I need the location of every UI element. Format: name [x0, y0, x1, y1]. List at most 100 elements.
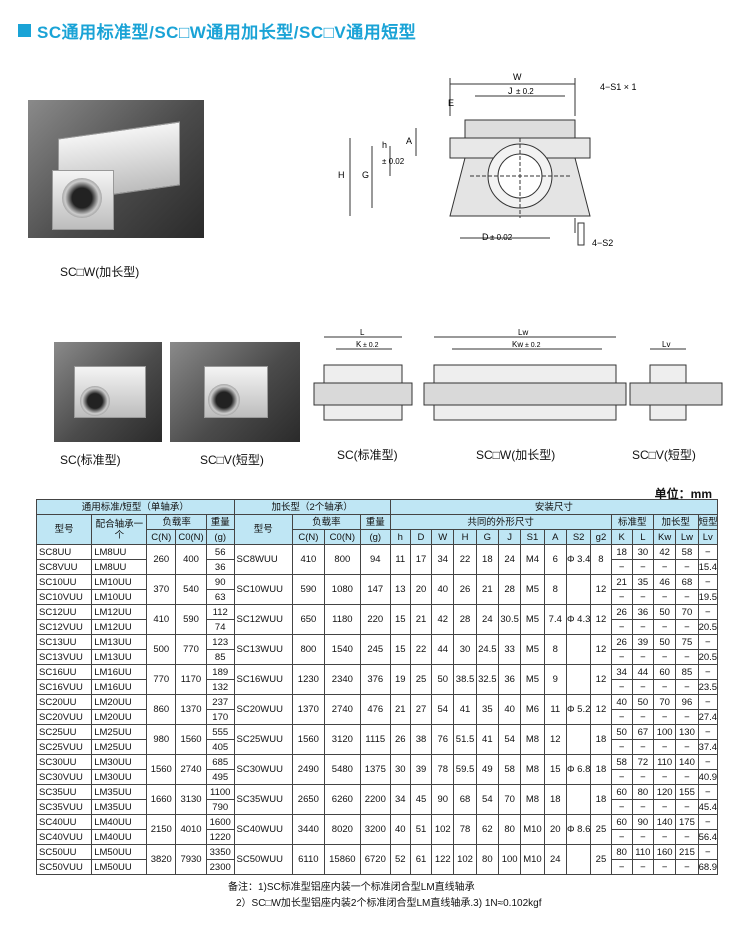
table-cell: 70 — [497, 784, 522, 815]
table-cell: − — [631, 559, 655, 575]
table-cell: 12 — [590, 634, 612, 665]
table-cell: 1220 — [205, 829, 235, 845]
table-cell: − — [652, 619, 677, 635]
table-cell: SC50UU — [35, 844, 93, 860]
dim-Lw: Lw — [518, 328, 528, 337]
title-square-icon — [18, 24, 31, 37]
table-cell: 2150 — [146, 814, 177, 845]
table-cell: − — [697, 814, 719, 830]
table-cell: − — [610, 859, 633, 875]
table-cell — [565, 844, 592, 875]
table-cell: 40.9 — [697, 769, 719, 785]
table-cell: 76 — [431, 724, 455, 755]
table-cell: 50 — [652, 604, 677, 620]
table-cell: Φ 8.6 — [565, 814, 592, 845]
table-cell: 6 — [543, 544, 567, 575]
table-cell: 650 — [291, 604, 325, 635]
table-cell: − — [697, 844, 719, 860]
table-cell: LM13UU — [91, 634, 148, 650]
header-install-group: 安装尺寸 — [389, 499, 719, 515]
table-cell: 1540 — [323, 634, 361, 665]
table-cell: 1600 — [205, 814, 235, 830]
table-cell: − — [631, 589, 655, 605]
table-cell: SC10UU — [35, 574, 93, 590]
table-cell: SC16UU — [35, 664, 93, 680]
table-cell — [565, 784, 592, 815]
table-cell: − — [610, 649, 633, 665]
table-cell: − — [631, 799, 655, 815]
table-cell: SC40UU — [35, 814, 93, 830]
table-cell: 110 — [631, 844, 655, 860]
header-load: 负载率 — [146, 514, 207, 530]
table-cell: 41 — [453, 694, 477, 725]
spec-table: 通用标准/短型（单轴承） 加长型（2个轴承） 安装尺寸 型号 配合轴承一个 负载… — [35, 499, 719, 875]
table-cell: 32.5 — [475, 664, 499, 695]
table-cell: SC20VUU — [35, 709, 93, 725]
table-cell: LM50UU — [91, 859, 148, 875]
dim-A: A — [406, 136, 412, 146]
table-cell: 3350 — [205, 844, 235, 860]
table-cell: − — [697, 784, 719, 800]
table-cell: 2200 — [359, 784, 391, 815]
table-cell: 51 — [409, 814, 433, 845]
table-cell: 28 — [497, 574, 522, 605]
table-cell: − — [652, 799, 677, 815]
table-cell: 30.5 — [497, 604, 522, 635]
header-dim-s1: S1 — [520, 529, 545, 545]
table-cell: 495 — [205, 769, 235, 785]
table-cell: − — [675, 769, 699, 785]
table-cell: 67 — [631, 724, 655, 740]
table-cell: − — [675, 679, 699, 695]
dim-J: J — [508, 86, 513, 96]
table-cell: SC8WUU — [233, 544, 293, 575]
table-cell: 2340 — [323, 664, 361, 695]
table-cell: 410 — [291, 544, 325, 575]
table-cell: − — [652, 829, 677, 845]
header-g: (g) — [205, 529, 235, 545]
note-line-2: 2）SC□W加长型铝座内装2个标准闭合型LM直线轴承.3) 1N≈0.102kg… — [236, 898, 542, 909]
table-cell: SC13WUU — [233, 634, 293, 665]
table-cell: 68 — [675, 574, 699, 590]
table-cell: 30 — [389, 754, 411, 785]
table-cell: 400 — [175, 544, 207, 575]
table-cell: − — [631, 679, 655, 695]
table-cell: 58 — [675, 544, 699, 560]
table-cell: 980 — [146, 724, 177, 755]
table-cell: 42 — [652, 544, 677, 560]
note-line-1: 备注：1)SC标准型铝座内装一个标准闭合型LM直线轴承 — [228, 882, 475, 893]
table-cell: 40 — [610, 694, 633, 710]
table-cell: SC10WUU — [233, 574, 293, 605]
table-cell: SC40VUU — [35, 829, 93, 845]
side-views-drawing: L K ± 0.2 Lw Kw ± 0.2 Lv — [313, 328, 723, 421]
table-cell: − — [652, 559, 677, 575]
table-cell: M6 — [520, 694, 545, 725]
table-cell: 6720 — [359, 844, 391, 875]
table-cell: 120 — [652, 784, 677, 800]
table-cell: 41 — [475, 724, 499, 755]
table-cell: 155 — [675, 784, 699, 800]
photo-short-type — [170, 342, 300, 442]
table-cell: LM40UU — [91, 814, 148, 830]
table-cell: 100 — [497, 844, 522, 875]
table-cell: − — [652, 769, 677, 785]
table-cell: LM8UU — [91, 559, 148, 575]
header-long-weight: 重量 — [359, 514, 391, 530]
table-cell: − — [631, 769, 655, 785]
table-cell: 60 — [652, 664, 677, 680]
table-cell: 72 — [631, 754, 655, 770]
table-cell: 15860 — [323, 844, 361, 875]
table-cell: 3200 — [359, 814, 391, 845]
table-cell: LM25UU — [91, 739, 148, 755]
dim-S2: 4−S2 — [592, 238, 613, 248]
table-cell: M10 — [520, 844, 545, 875]
table-cell: 245 — [359, 634, 391, 665]
dim-J-tol: ± 0.2 — [516, 87, 534, 96]
header-dim-a: A — [543, 529, 567, 545]
